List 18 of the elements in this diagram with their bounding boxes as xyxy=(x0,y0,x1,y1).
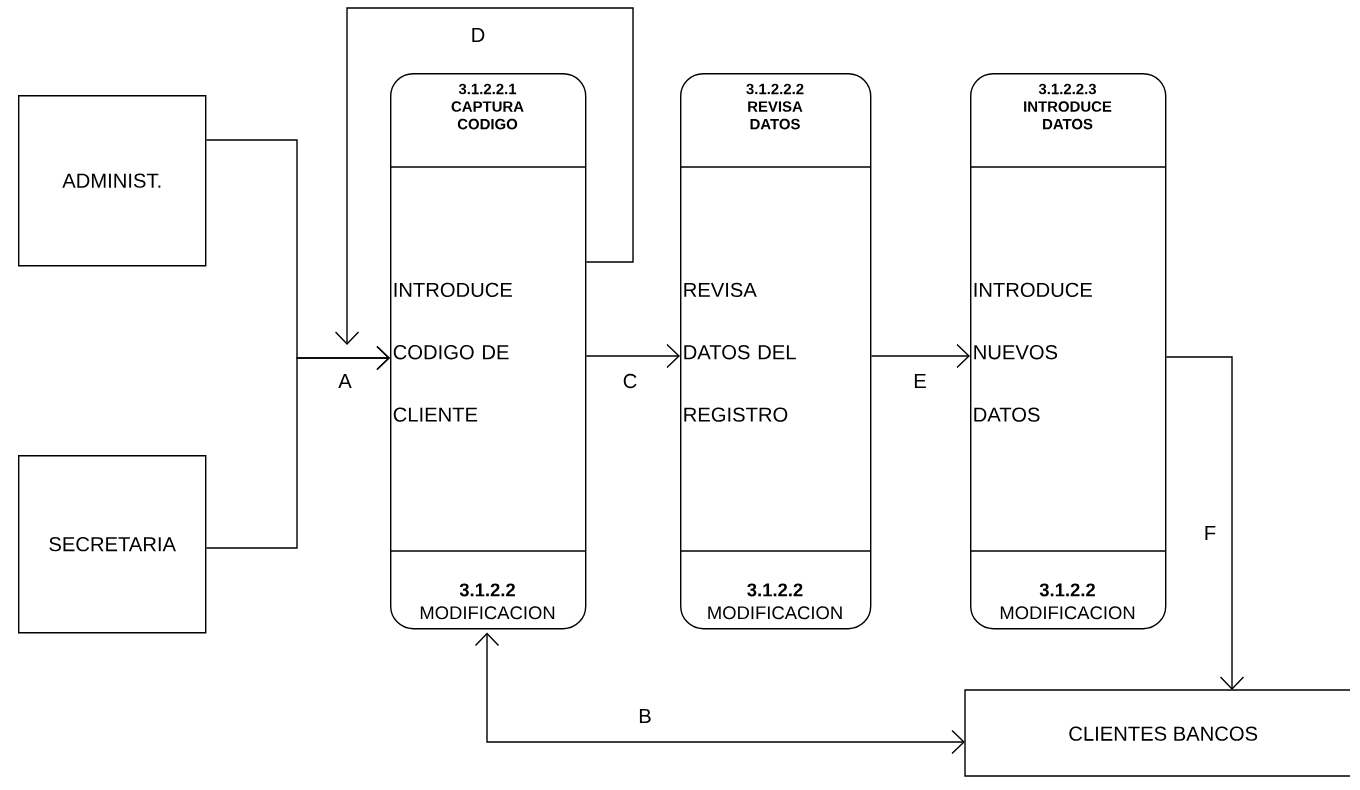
edge-label: A xyxy=(336,372,354,390)
arrow xyxy=(205,345,390,549)
arrow xyxy=(474,632,965,755)
entity-box: CLIENTES BANCOS xyxy=(964,689,1351,777)
edge-label: C xyxy=(620,372,640,390)
edge-label: B xyxy=(636,707,654,725)
process-box: 3.1.2.2.2 REVISA DATOS REVISA DATOS DEL REGISTRO 3.1.2.2 MODIFICACION xyxy=(679,73,872,630)
process-box: 3.1.2.2.3 INTRODUCE DATOS INTRODUCE NUEVOS DATOS 3.1.2.2 MODIFICACION xyxy=(969,73,1167,630)
entity-box: ADMINIST. xyxy=(18,95,207,267)
edge-label: D xyxy=(468,26,488,44)
arrow xyxy=(870,343,970,369)
edge-label: E xyxy=(911,372,929,390)
entity-box: SECRETARIA xyxy=(18,455,207,634)
process-box: 3.1.2.2.1 CAPTURA CODIGO INTRODUCE CODIGO DE CLIENTE 3.1.2.2 MODIFICACION xyxy=(389,73,587,630)
arrow xyxy=(1165,356,1245,690)
arrow xyxy=(334,7,634,345)
arrow xyxy=(585,343,680,369)
edge-label: F xyxy=(1202,524,1218,542)
